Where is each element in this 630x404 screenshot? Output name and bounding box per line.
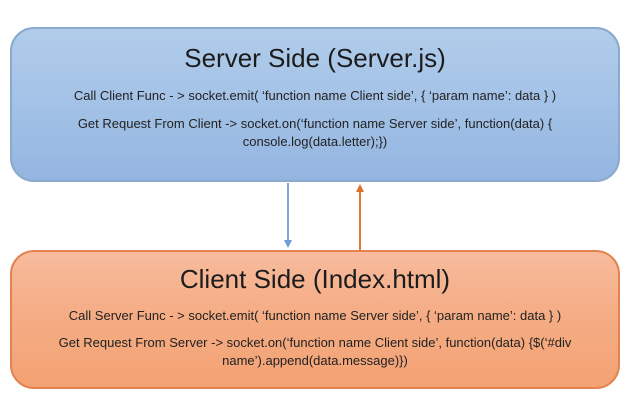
- server-to-client-arrow: [284, 183, 292, 248]
- client-to-server-arrow: [356, 184, 364, 250]
- client-box-title: Client Side (Index.html): [179, 264, 451, 294]
- server-on-line: Get Request From Client -> socket.on(‘fu…: [77, 115, 553, 150]
- server-box-title: Server Side (Server.js): [184, 43, 446, 73]
- client-side-box: Client Side (Index.html) Call Server Fun…: [10, 250, 620, 389]
- client-on-line: Get Request From Server -> socket.on(‘fu…: [58, 334, 572, 369]
- server-emit-line: Call Client Func - > socket.emit( ‘funct…: [73, 88, 557, 103]
- arrow-up-icon: [356, 184, 364, 192]
- arrow-down-icon: [284, 240, 292, 248]
- server-to-client-arrow-shaft: [287, 183, 289, 241]
- server-side-box: Server Side (Server.js) Call Client Func…: [10, 27, 620, 182]
- client-to-server-arrow-shaft: [359, 191, 361, 250]
- client-emit-line: Call Server Func - > socket.emit( ‘funct…: [68, 308, 562, 323]
